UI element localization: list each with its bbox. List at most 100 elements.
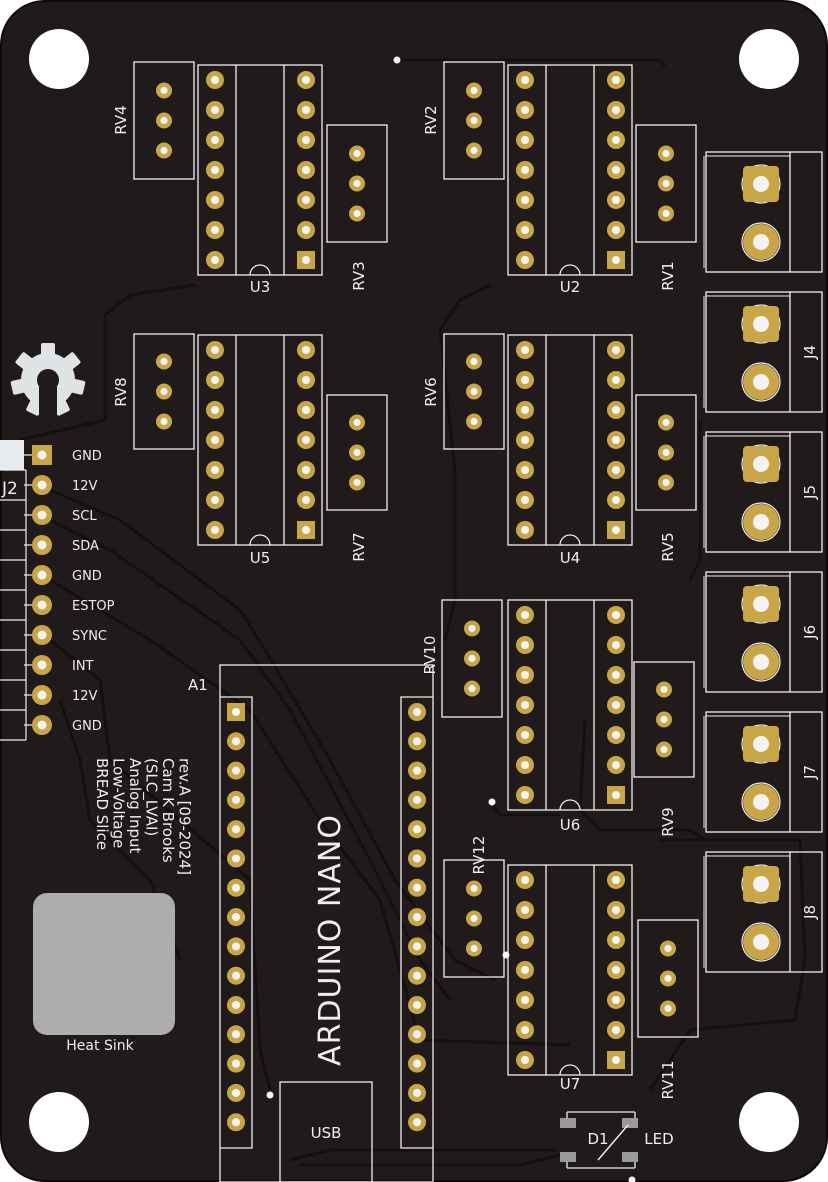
trimpot-rv8: RV8 — [112, 333, 195, 450]
drill-hole — [470, 387, 478, 396]
title-line: (SLC_LVAI) — [142, 758, 161, 836]
drill-hole — [662, 448, 670, 457]
mounting-hole — [29, 1092, 89, 1152]
drill-hole — [662, 418, 670, 427]
silkscreen-outline — [197, 64, 323, 276]
silkscreen-outline — [705, 431, 823, 553]
ref-label: RV9 — [659, 807, 677, 836]
drill-hole — [520, 255, 530, 265]
ref-label: D1 — [587, 1130, 608, 1148]
smd-pad — [622, 1152, 638, 1162]
drill-hole — [753, 934, 769, 950]
drill-hole — [611, 670, 621, 680]
silkscreen-outline — [133, 333, 195, 450]
silkscreen-outline — [635, 124, 697, 243]
drill-hole — [412, 942, 422, 951]
drill-hole — [210, 105, 220, 115]
drill-hole — [301, 165, 311, 175]
drill-hole — [753, 456, 769, 472]
drill-hole — [520, 105, 530, 115]
pin1-notch — [559, 534, 581, 546]
heat-sink-label: Heat Sink — [66, 1038, 134, 1054]
pin-label: INT — [72, 659, 94, 674]
via — [628, 1176, 636, 1182]
drill-hole — [468, 684, 476, 693]
drill-hole — [210, 165, 220, 175]
title-block: BREAD SliceLow-VoltageAnalog Input(SLC_L… — [93, 758, 194, 875]
drill-hole — [353, 448, 361, 457]
drill-hole — [301, 495, 311, 505]
drill-hole — [210, 525, 220, 535]
drill-hole — [37, 540, 47, 550]
silkscreen-outline — [507, 864, 633, 1076]
drill-hole — [412, 1059, 422, 1068]
drill-hole — [231, 1030, 241, 1039]
silkscreen-outline — [443, 61, 505, 180]
arduino-board-label: ARDUINO NANO — [313, 814, 348, 1066]
drill-hole — [301, 405, 311, 415]
drill-hole — [210, 135, 220, 145]
drill-hole — [301, 375, 311, 385]
drill-hole — [231, 854, 241, 863]
drill-hole — [231, 766, 241, 775]
drill-hole — [520, 935, 530, 945]
drill-hole — [37, 630, 47, 640]
ref-label: J4 — [801, 345, 819, 360]
drill-hole — [753, 176, 769, 192]
ic-u6: U6 — [507, 599, 633, 834]
ref-label: U4 — [560, 549, 581, 567]
drill-hole — [520, 495, 530, 505]
drill-hole — [753, 316, 769, 332]
drill-hole — [301, 135, 311, 145]
pin-label: ESTOP — [72, 599, 115, 614]
silkscreen-outline — [326, 124, 388, 243]
drill-hole — [520, 225, 530, 235]
drill-hole — [660, 715, 668, 724]
ref-label: J8 — [801, 905, 819, 920]
drill-hole — [412, 766, 422, 775]
drill-hole — [520, 875, 530, 885]
pin1-notch — [249, 264, 271, 276]
drill-hole — [210, 255, 220, 265]
drill-hole — [210, 375, 220, 385]
silkscreen-outline — [705, 851, 823, 973]
drill-hole — [611, 165, 621, 175]
trimpot-rv9: RV9 — [633, 661, 695, 837]
title-line: Analog Input — [126, 758, 144, 854]
drill-hole — [520, 435, 530, 445]
drill-hole — [231, 737, 241, 746]
pin1-marker — [0, 440, 24, 470]
vias — [266, 56, 636, 1182]
screw-terminal-j3 — [703, 151, 823, 273]
silkscreen-outline — [507, 334, 633, 546]
heat-sink-pad — [33, 893, 175, 1035]
drill-hole — [353, 149, 361, 158]
drill-hole — [520, 965, 530, 975]
drill-hole — [160, 116, 168, 125]
title-line: rev.A [09-2024] — [176, 758, 194, 875]
drill-hole — [353, 418, 361, 427]
drill-hole — [611, 135, 621, 145]
drill-hole — [662, 179, 670, 188]
drill-hole — [662, 149, 670, 158]
drill-hole — [520, 700, 530, 710]
drill-hole — [231, 1000, 241, 1010]
drill-hole — [412, 737, 422, 746]
drill-hole — [468, 654, 476, 663]
drill-hole — [301, 465, 311, 475]
drill-hole — [611, 75, 621, 85]
drill-hole — [520, 405, 530, 415]
drill-hole — [37, 510, 47, 520]
drill-hole — [611, 255, 621, 265]
pin-label: SYNC — [72, 629, 107, 644]
ref-label: RV1 — [659, 261, 677, 290]
drill-hole — [301, 75, 311, 85]
drill-hole — [37, 570, 47, 580]
ref-label: RV2 — [422, 105, 440, 134]
ref-label: RV7 — [350, 532, 368, 561]
drill-hole — [660, 685, 668, 694]
silkscreen-outline — [705, 291, 823, 413]
drill-hole — [520, 195, 530, 205]
